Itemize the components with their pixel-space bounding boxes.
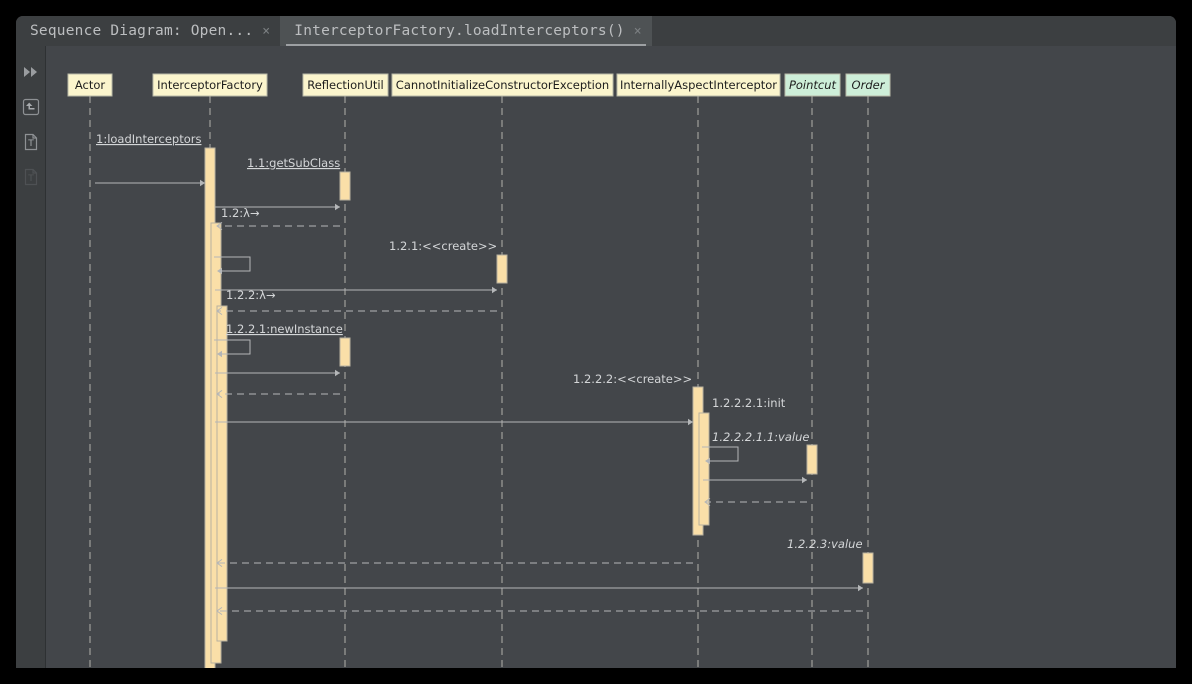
message-label[interactable]: 1.2.2:λ→ xyxy=(226,288,276,302)
message-label[interactable]: 1.2.2.3:value xyxy=(787,537,863,551)
sequence-diagram-window: Sequence Diagram: Open... × InterceptorF… xyxy=(16,16,1176,668)
message-arrowhead xyxy=(216,221,223,231)
participant-label: Actor xyxy=(75,78,106,92)
message-arrowhead xyxy=(335,369,340,377)
message-label[interactable]: 1.2.1:<<create>> xyxy=(389,239,497,253)
message-arrowhead xyxy=(704,497,711,507)
message-arrowhead xyxy=(216,306,223,316)
message-m3[interactable]: 1.2:λ→ xyxy=(214,206,260,275)
participant-box[interactable] xyxy=(784,73,841,97)
message-arrowhead xyxy=(217,267,222,275)
message-m2[interactable]: 1.1:getSubClass xyxy=(215,156,340,211)
message-label[interactable]: 1.2.2.2:<<create>> xyxy=(573,372,692,386)
message-self-line xyxy=(214,256,251,272)
message-m6[interactable]: 1.2.2.1:newInstance xyxy=(215,322,343,377)
participant-reflect[interactable]: ReflectionUtil xyxy=(302,73,389,97)
participant-box[interactable] xyxy=(67,73,113,97)
message-label[interactable]: 1.1:getSubClass xyxy=(247,156,340,170)
message-m5[interactable]: 1.2.2:λ→ xyxy=(214,288,276,358)
participant-box[interactable] xyxy=(302,73,389,97)
message-arrowhead xyxy=(200,179,205,187)
message-m7[interactable]: 1.2.2.2:<<create>> xyxy=(215,372,693,426)
message-label[interactable]: 1.2.2.2.1.1:value xyxy=(712,430,809,444)
message-arrowhead xyxy=(335,203,340,211)
message-self-line xyxy=(214,339,251,355)
tab-interceptorfactory-loadinterceptors[interactable]: InterceptorFactory.loadInterceptors() × xyxy=(280,16,652,46)
participant-intern[interactable]: InternallyAspectInterceptor xyxy=(616,73,781,97)
svg-text:T: T xyxy=(27,174,34,184)
sequence-diagram: 1:loadInterceptors 1.1:getSubClass 1.2:λ→ 1… xyxy=(67,73,891,668)
message-r4[interactable] xyxy=(216,306,497,316)
activation-bar-intern[interactable] xyxy=(698,412,710,526)
activation-bar-factory[interactable] xyxy=(216,305,228,642)
message-m9[interactable]: 1.2.2.2.1.1:value xyxy=(703,430,809,484)
participant-order[interactable]: Order xyxy=(845,73,891,97)
message-arrowhead xyxy=(802,476,807,484)
message-arrowhead xyxy=(492,286,497,294)
tab-label: Sequence Diagram: Open... xyxy=(30,23,254,39)
participant-box[interactable] xyxy=(152,73,268,97)
participant-label: InternallyAspectInterceptor xyxy=(620,78,777,92)
activation-bar-reflect[interactable] xyxy=(339,171,351,201)
message-label[interactable]: 1.2.2.1:newInstance xyxy=(226,322,343,336)
close-icon[interactable]: × xyxy=(633,23,642,39)
participant-cannot[interactable]: CannotInitializeConstructorException xyxy=(391,73,614,97)
svg-text:T: T xyxy=(27,139,34,149)
participant-actor[interactable]: Actor xyxy=(67,73,113,97)
tab-label: InterceptorFactory.loadInterceptors() xyxy=(294,23,625,39)
message-r10[interactable] xyxy=(216,606,863,616)
message-arrowhead xyxy=(688,418,693,426)
message-m8[interactable]: 1.2.2.2.1:init xyxy=(702,396,786,465)
activation-bar-cannot[interactable] xyxy=(496,254,508,284)
message-r2[interactable] xyxy=(216,221,340,231)
message-arrowhead xyxy=(216,558,223,568)
message-label[interactable]: 1.2:λ→ xyxy=(221,206,260,220)
message-arrowhead xyxy=(217,350,222,358)
text-document-disabled-icon: T xyxy=(16,159,46,194)
expand-all-icon[interactable] xyxy=(16,54,46,89)
activation-bar-order[interactable] xyxy=(862,552,874,584)
text-document-icon[interactable]: T xyxy=(16,124,46,159)
participant-label: Order xyxy=(852,78,886,92)
activation-bar-reflect[interactable] xyxy=(339,337,351,367)
restore-icon[interactable] xyxy=(16,89,46,124)
participant-box[interactable] xyxy=(845,73,891,97)
message-r7[interactable] xyxy=(216,558,693,568)
message-label[interactable]: 1:loadInterceptors xyxy=(96,132,201,146)
participant-label: ReflectionUtil xyxy=(307,78,384,92)
activation-bar-pointcut[interactable] xyxy=(806,444,818,475)
participant-factory[interactable]: InterceptorFactory xyxy=(152,73,268,97)
message-self-line xyxy=(702,446,739,462)
message-r9[interactable] xyxy=(704,497,807,507)
message-arrowhead xyxy=(858,584,863,592)
tab-sequence-diagram-open[interactable]: Sequence Diagram: Open... × xyxy=(16,16,280,46)
participant-label: InterceptorFactory xyxy=(157,78,263,92)
participant-box[interactable] xyxy=(616,73,781,97)
close-icon[interactable]: × xyxy=(262,23,271,39)
left-toolbar: T T xyxy=(16,46,46,668)
message-arrowhead xyxy=(705,457,710,465)
tab-bar: Sequence Diagram: Open... × InterceptorF… xyxy=(16,16,1176,46)
participant-box[interactable] xyxy=(391,73,614,97)
participant-label: CannotInitializeConstructorException xyxy=(396,78,609,92)
diagram-canvas[interactable]: 1:loadInterceptors 1.1:getSubClass 1.2:λ→ 1… xyxy=(46,46,1176,668)
message-label[interactable]: 1.2.2.2.1:init xyxy=(712,396,786,410)
message-m1[interactable]: 1:loadInterceptors xyxy=(95,132,205,187)
message-arrowhead xyxy=(216,606,223,616)
message-r6[interactable] xyxy=(216,389,340,399)
message-m10[interactable]: 1.2.2.3:value xyxy=(215,537,863,592)
participant-pointcut[interactable]: Pointcut xyxy=(784,73,841,97)
message-arrowhead xyxy=(216,389,223,399)
participant-label: Pointcut xyxy=(789,78,837,92)
message-m4[interactable]: 1.2.1:<<create>> xyxy=(215,239,497,294)
